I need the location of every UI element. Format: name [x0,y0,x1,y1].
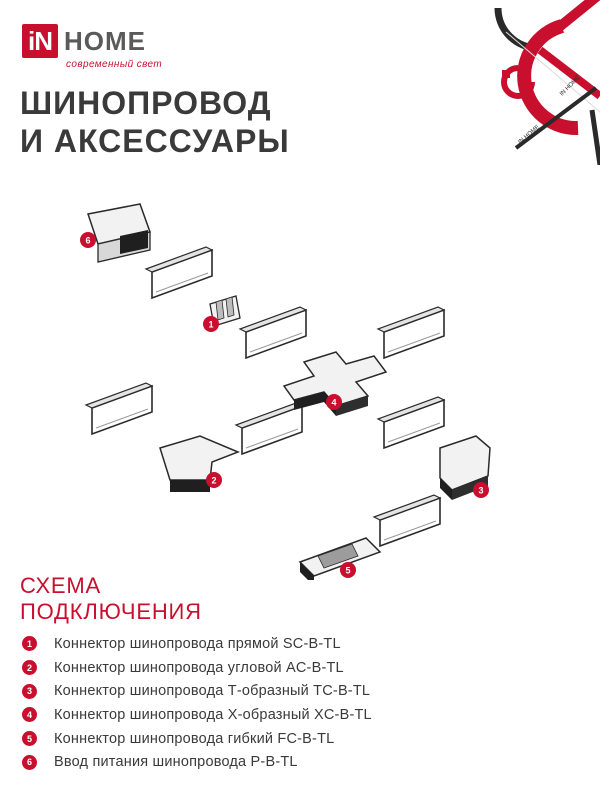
legend-number-badge: 2 [22,660,37,676]
page-title-line-1: ШИНОПРОВОД [20,85,272,121]
legend-number-badge: 5 [22,731,37,747]
callout-3: 3 [473,482,489,498]
callout-6: 6 [80,232,96,248]
legend-number-badge: 3 [22,683,37,699]
legend-item: 4 Коннектор шинопровода Х-образный XC-B-… [22,703,372,727]
track-rail [373,494,441,547]
legend-item-text: Коннектор шинопровода прямой SC-B-TL [54,635,341,652]
callout-label: 1 [208,320,213,330]
track-rail [377,396,445,449]
legend-item-text: Ввод питания шинопровода P-B-TL [54,754,298,771]
page-title: ШИНОПРОВОД И АКСЕССУАРЫ [20,84,290,160]
legend-title-line-2: ПОДКЛЮЧЕНИЯ [20,599,202,624]
legend-number-badge: 1 [22,636,37,652]
legend-title: СХЕМА ПОДКЛЮЧЕНИЯ [20,573,202,625]
deco-bar-dark [589,109,600,165]
decorative-corner-graphic: IN HOME IN HOME IN HOME [494,0,600,165]
callout-label: 4 [331,398,336,408]
callout-5: 5 [340,562,356,578]
power-input-p-b-tl [87,203,151,263]
legend-item: 3 Коннектор шинопровода Т-образный TC-B-… [22,679,372,703]
page-title-line-2: И АКСЕССУАРЫ [20,123,290,159]
flexible-connector-fc-b-tl [298,537,382,580]
deco-watermark-2: IN HOME [517,124,541,145]
legend-title-line-1: СХЕМА [20,573,101,598]
logo-home-text: HOME [64,25,146,56]
callout-label: 2 [211,476,216,486]
logo-in-mark: iN [22,24,58,58]
track-rail [377,306,445,359]
callout-label: 6 [85,236,90,246]
deco-arc-red [517,19,579,136]
track-rail [85,382,153,435]
t-connector-tc-b-tl [439,435,491,500]
legend-list: 1 Коннектор шинопровода прямой SC-B-TL 2… [22,632,372,774]
track-rail [145,246,213,299]
legend-item: 1 Коннектор шинопровода прямой SC-B-TL [22,632,372,656]
legend-item-text: Коннектор шинопровода угловой AC-B-TL [54,659,344,676]
legend-item-text: Коннектор шинопровода гибкий FC-B-TL [54,730,335,747]
legend-item: 2 Коннектор шинопровода угловой AC-B-TL [22,656,372,680]
callout-4: 4 [326,394,342,410]
deco-square [502,70,510,78]
callout-2: 2 [206,472,222,488]
legend-number-badge: 4 [22,707,37,723]
connection-scheme-illustration: 6 1 4 2 3 5 [80,203,491,580]
brand-logo: iN HOME современный свет [22,24,162,70]
logo-wordmark: iN HOME [22,24,162,58]
legend-item-text: Коннектор шинопровода Х-образный XC-B-TL [54,706,372,723]
legend-number-badge: 6 [22,754,37,770]
legend-item: 5 Коннектор шинопровода гибкий FC-B-TL [22,727,372,751]
callout-label: 3 [478,486,483,496]
callout-label: 5 [345,566,350,576]
corner-connector-ac-b-tl [159,435,241,492]
callout-1: 1 [203,316,219,332]
logo-tagline: современный свет [66,59,163,70]
track-rail [239,306,307,359]
deco-stripe-dark [514,86,598,150]
track-rail [235,402,303,455]
x-connector-xc-b-tl [282,351,388,416]
legend-item: 6 Ввод питания шинопровода P-B-TL [22,750,372,774]
legend-item-text: Коннектор шинопровода Т-образный TC-B-TL [54,683,371,700]
